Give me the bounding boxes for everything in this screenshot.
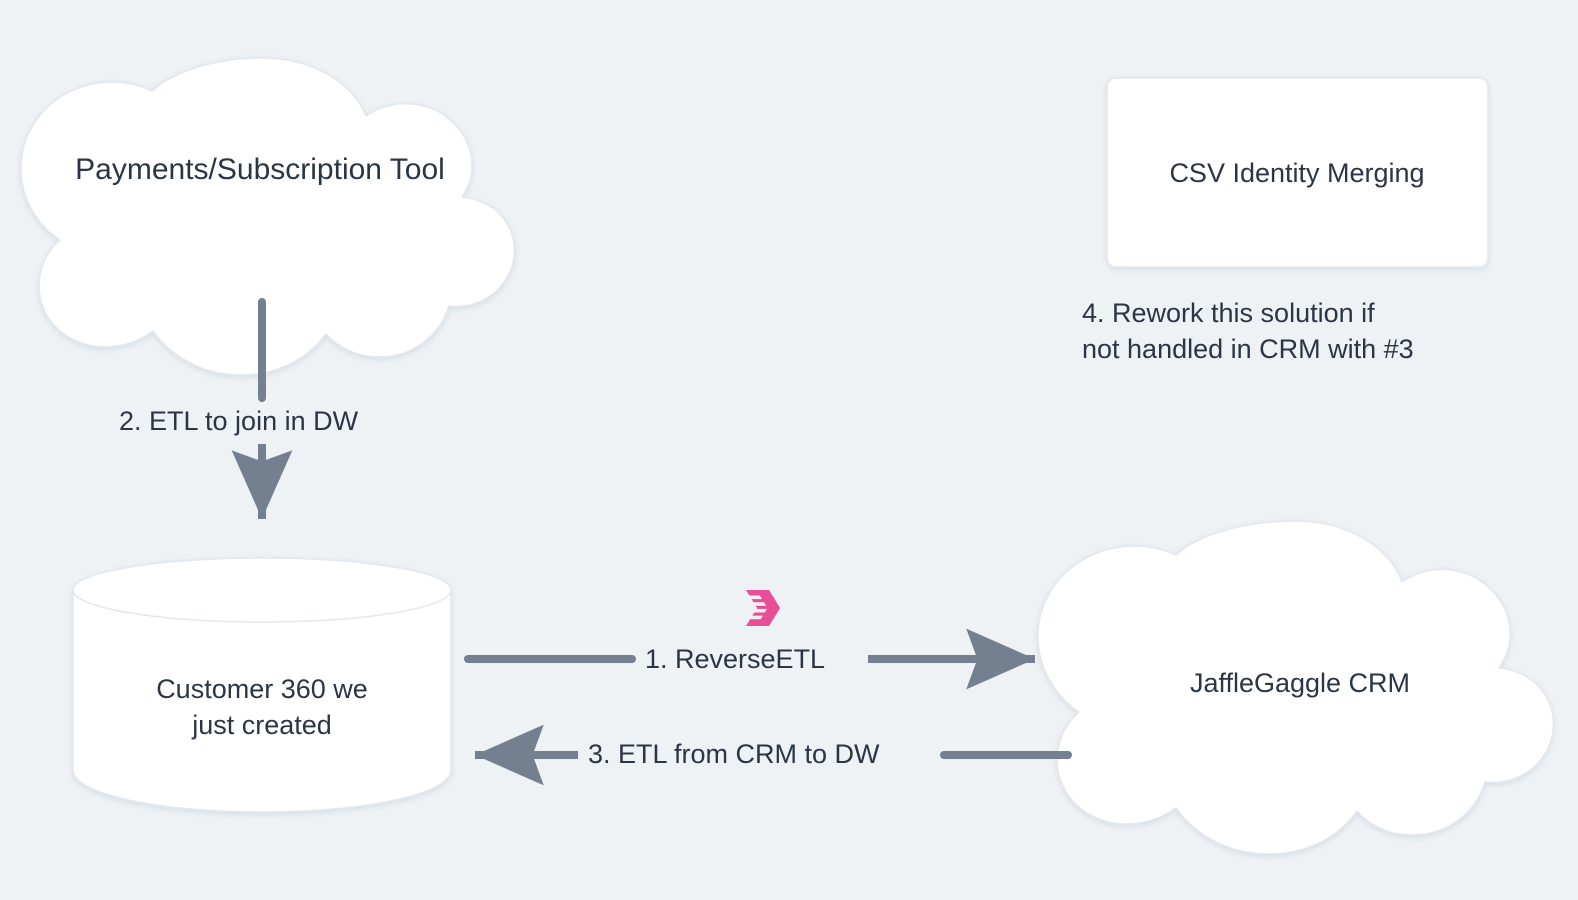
node-customer-360[interactable] xyxy=(72,557,452,813)
node-jafflegaggle-crm[interactable] xyxy=(1037,520,1555,855)
hightouch-logo-icon xyxy=(737,590,780,626)
edge-label-reverse-etl: 1. ReverseETL xyxy=(637,641,834,678)
edge-label-etl-join-dw: 2. ETL to join in DW xyxy=(113,403,365,440)
node-csv-identity-merging[interactable] xyxy=(1106,77,1489,268)
node-payments-subscription-tool[interactable] xyxy=(20,57,516,376)
edge-label-etl-crm-to-dw: 3. ETL from CRM to DW xyxy=(580,736,888,773)
